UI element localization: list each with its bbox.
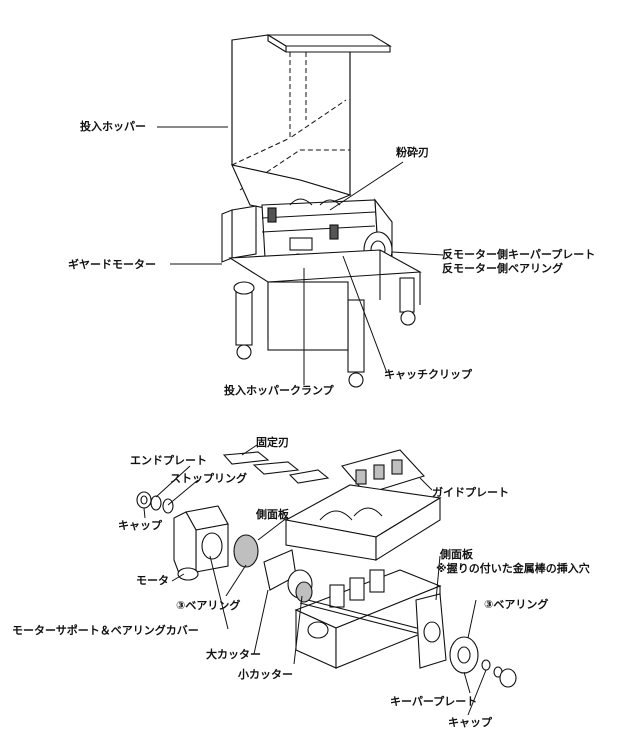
label-motor-support: モーターサポート＆ベアリングカバー (12, 624, 199, 637)
lower-leader-lines (143, 444, 487, 716)
label-keeper-plate: キーパープレート (390, 695, 478, 708)
frame-stand (228, 249, 422, 388)
label-motor: モータ (136, 574, 169, 587)
lower-housing (294, 569, 442, 669)
label-small-cutter: 小カッター (238, 668, 293, 681)
label-cap-right: キャップ (448, 716, 492, 729)
label-keyplate-line2: 反モーター側ベアリング (442, 262, 563, 275)
label-bearing-right: ③ベアリング (484, 598, 549, 611)
label-fixed-blade: 固定刃 (256, 436, 289, 449)
label-bearing-left: ③ベアリング (176, 599, 241, 612)
label-geared-motor: ギヤードモーター (68, 258, 156, 271)
guide-plate (341, 449, 425, 495)
cutters (233, 534, 313, 603)
right-side-parts (415, 593, 517, 688)
left-small-parts (136, 491, 174, 514)
label-hopper-clamp: 投入ホッパークランプ (224, 384, 334, 397)
label-catch-clip: キャッチクリップ (384, 368, 472, 381)
label-large-cutter: 大カッター (206, 648, 261, 661)
label-stop-ring: ストップリング (170, 472, 247, 485)
label-side-panel-right-line1: 側面板 (440, 548, 473, 561)
geared-motor (221, 205, 257, 263)
label-keyplate-line1: 反モーター側キーパープレート (442, 248, 596, 261)
crusher-body (261, 198, 393, 271)
upper-leader-lines (157, 126, 444, 385)
label-cap-left: キャップ (118, 519, 162, 532)
upper-housing (284, 484, 442, 561)
label-hopper: 投入ホッパー (80, 120, 146, 133)
hopper (231, 34, 392, 216)
label-side-panel-left: 側面板 (256, 508, 289, 521)
label-crushing-blade: 粉砕刃 (396, 146, 429, 159)
motor-assembly (173, 505, 229, 581)
label-guide-plate: ガイドプレート (432, 486, 509, 499)
label-side-panel-right-line2: ※握りの付いた金属棒の挿入穴 (436, 562, 590, 575)
label-end-plate: エンドプレート (130, 454, 207, 467)
fixed-blades (222, 451, 330, 484)
